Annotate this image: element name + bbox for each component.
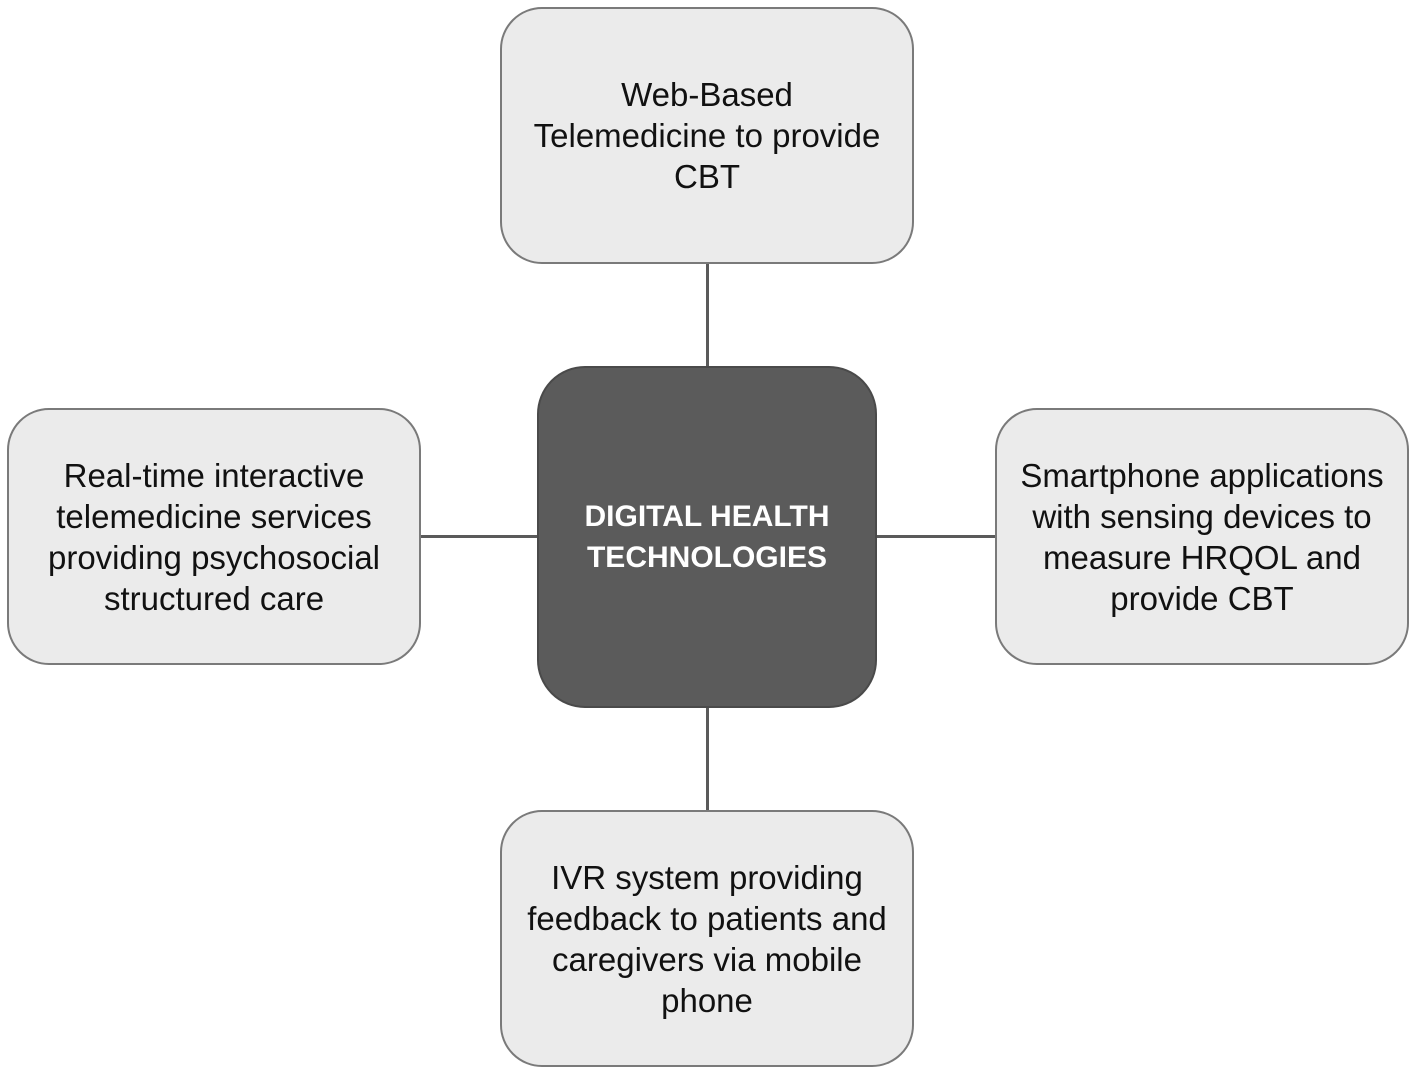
node-bottom-label: IVR system providing feedback to patient… bbox=[527, 858, 887, 1019]
center-node-label: DIGITAL HEALTH TECHNOLOGIES bbox=[584, 500, 830, 574]
node-smartphone-applications: Smartphone applications with sensing dev… bbox=[995, 408, 1409, 665]
node-left-label: Real-time interactive telemedicine servi… bbox=[47, 456, 380, 617]
node-web-based-telemedicine: Web-Based Telemedicine to provide CBT bbox=[500, 7, 914, 264]
connector-center-to-left bbox=[421, 535, 537, 538]
connector-center-to-bottom bbox=[706, 708, 709, 810]
node-top-label: Web-Based Telemedicine to provide CBT bbox=[533, 76, 881, 195]
connector-center-to-top bbox=[706, 264, 709, 366]
node-ivr-system: IVR system providing feedback to patient… bbox=[500, 810, 914, 1067]
connector-center-to-right bbox=[877, 535, 995, 538]
node-right-label: Smartphone applications with sensing dev… bbox=[1020, 456, 1384, 617]
center-node-digital-health-technologies: DIGITAL HEALTH TECHNOLOGIES bbox=[537, 366, 877, 708]
node-real-time-telemedicine: Real-time interactive telemedicine servi… bbox=[7, 408, 421, 665]
